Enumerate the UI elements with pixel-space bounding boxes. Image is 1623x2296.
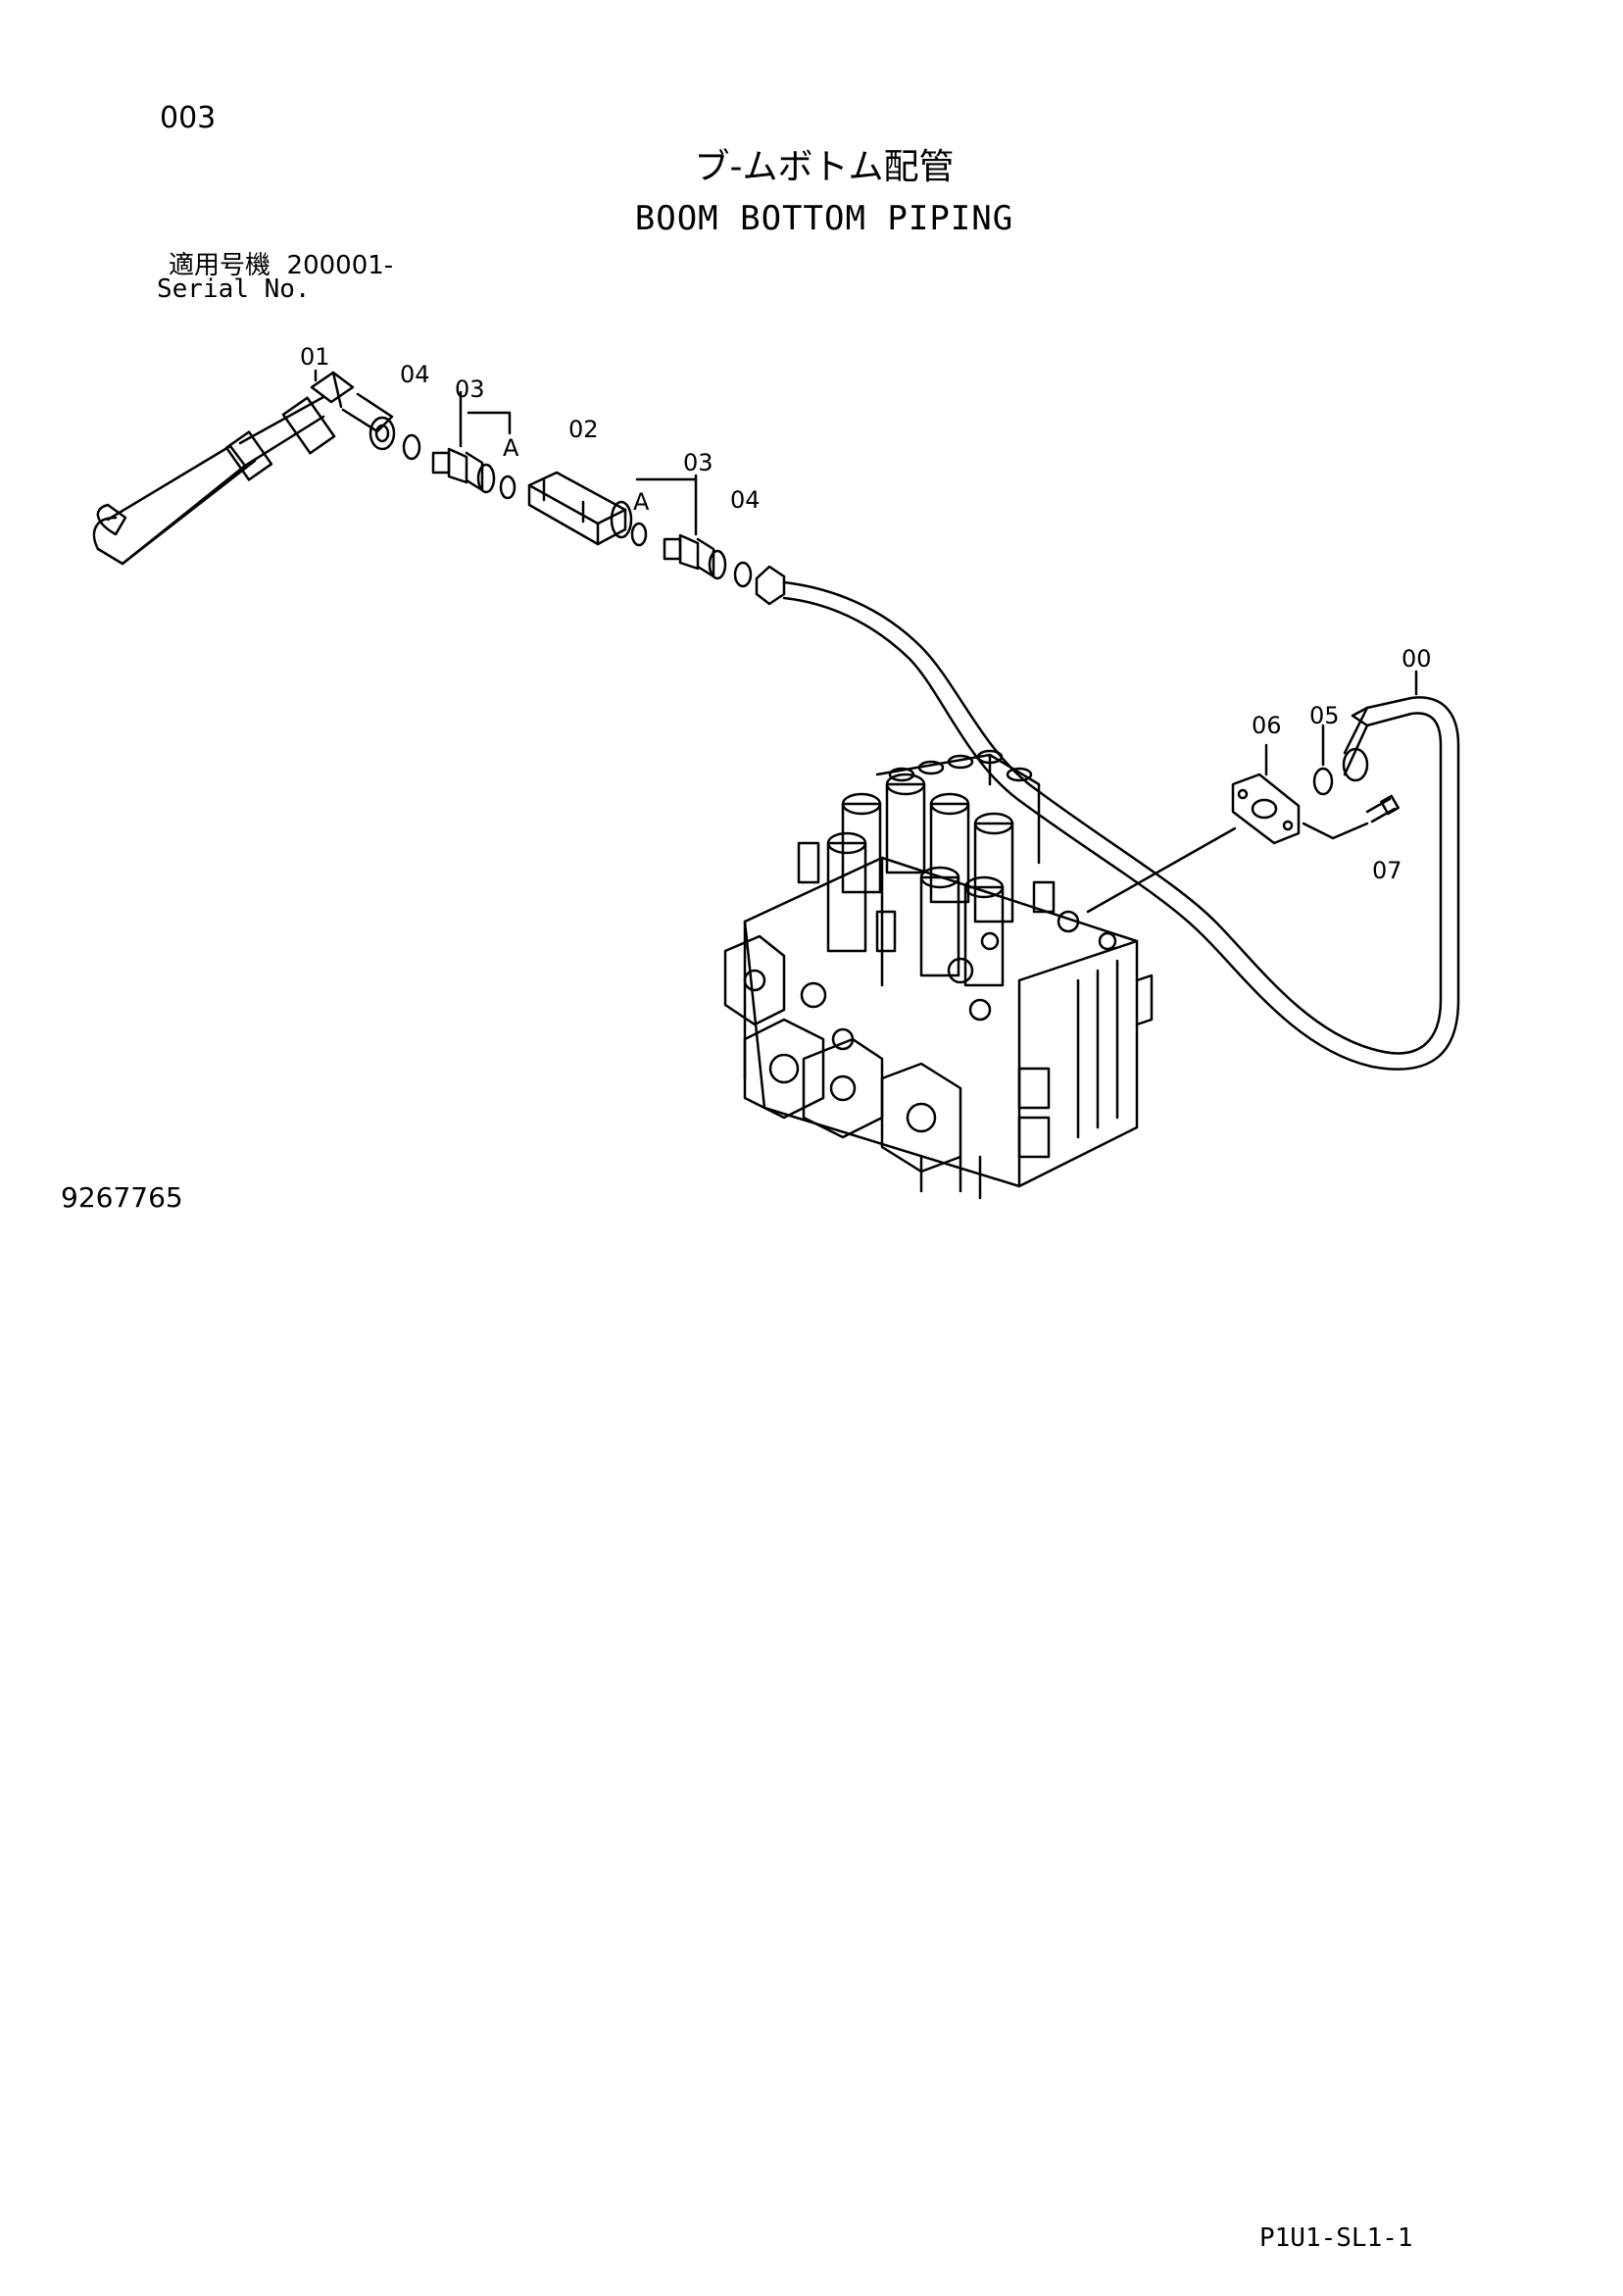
callout-01: 01 bbox=[300, 343, 330, 371]
callout-labels: 01 04 03 A 02 A 03 04 00 05 06 07 bbox=[300, 343, 1432, 884]
o-ring-04b bbox=[733, 561, 753, 588]
callout-07: 07 bbox=[1372, 857, 1402, 884]
o-ring-05 bbox=[1312, 767, 1334, 796]
page-title-english: BOOM BOTTOM PIPING bbox=[634, 199, 1014, 238]
drawing-number: 9267765 bbox=[61, 1181, 183, 1214]
sheet-code: P1U1-SL1-1 bbox=[1259, 2223, 1413, 2253]
callout-05: 05 bbox=[1309, 702, 1340, 729]
coupling-02 bbox=[527, 471, 633, 546]
o-ring-a1 bbox=[499, 474, 516, 500]
bolt-07 bbox=[1302, 794, 1400, 840]
callout-06: 06 bbox=[1252, 712, 1282, 739]
serial-label-japanese: 適用号機 bbox=[169, 251, 271, 280]
callout-mark-a2: A bbox=[633, 488, 650, 516]
adapter-03a bbox=[431, 390, 496, 494]
elbow-pipe-01 bbox=[92, 369, 396, 566]
o-ring-a2 bbox=[630, 522, 648, 547]
callout-04b: 04 bbox=[730, 486, 761, 514]
callout-03a: 03 bbox=[455, 375, 485, 403]
callout-mark-a1: A bbox=[503, 434, 519, 462]
split-flange-06 bbox=[1231, 743, 1301, 845]
serial-range: 適用号機 200001- bbox=[169, 253, 393, 278]
o-ring-04a bbox=[402, 433, 421, 461]
control-valve bbox=[723, 749, 1154, 1200]
callout-02: 02 bbox=[568, 416, 599, 443]
pipe-assembly-00 bbox=[755, 565, 1460, 1071]
serial-label-english: Serial No. bbox=[157, 275, 311, 304]
callout-03b: 03 bbox=[683, 449, 713, 476]
callout-04a: 04 bbox=[400, 361, 430, 388]
page-title-japanese: ブ-ムボトム配管 bbox=[694, 147, 955, 187]
adapter-03b bbox=[663, 474, 727, 580]
callout-00: 00 bbox=[1402, 645, 1432, 673]
page-number: 003 bbox=[160, 101, 217, 135]
serial-value: 200001- bbox=[286, 251, 394, 280]
